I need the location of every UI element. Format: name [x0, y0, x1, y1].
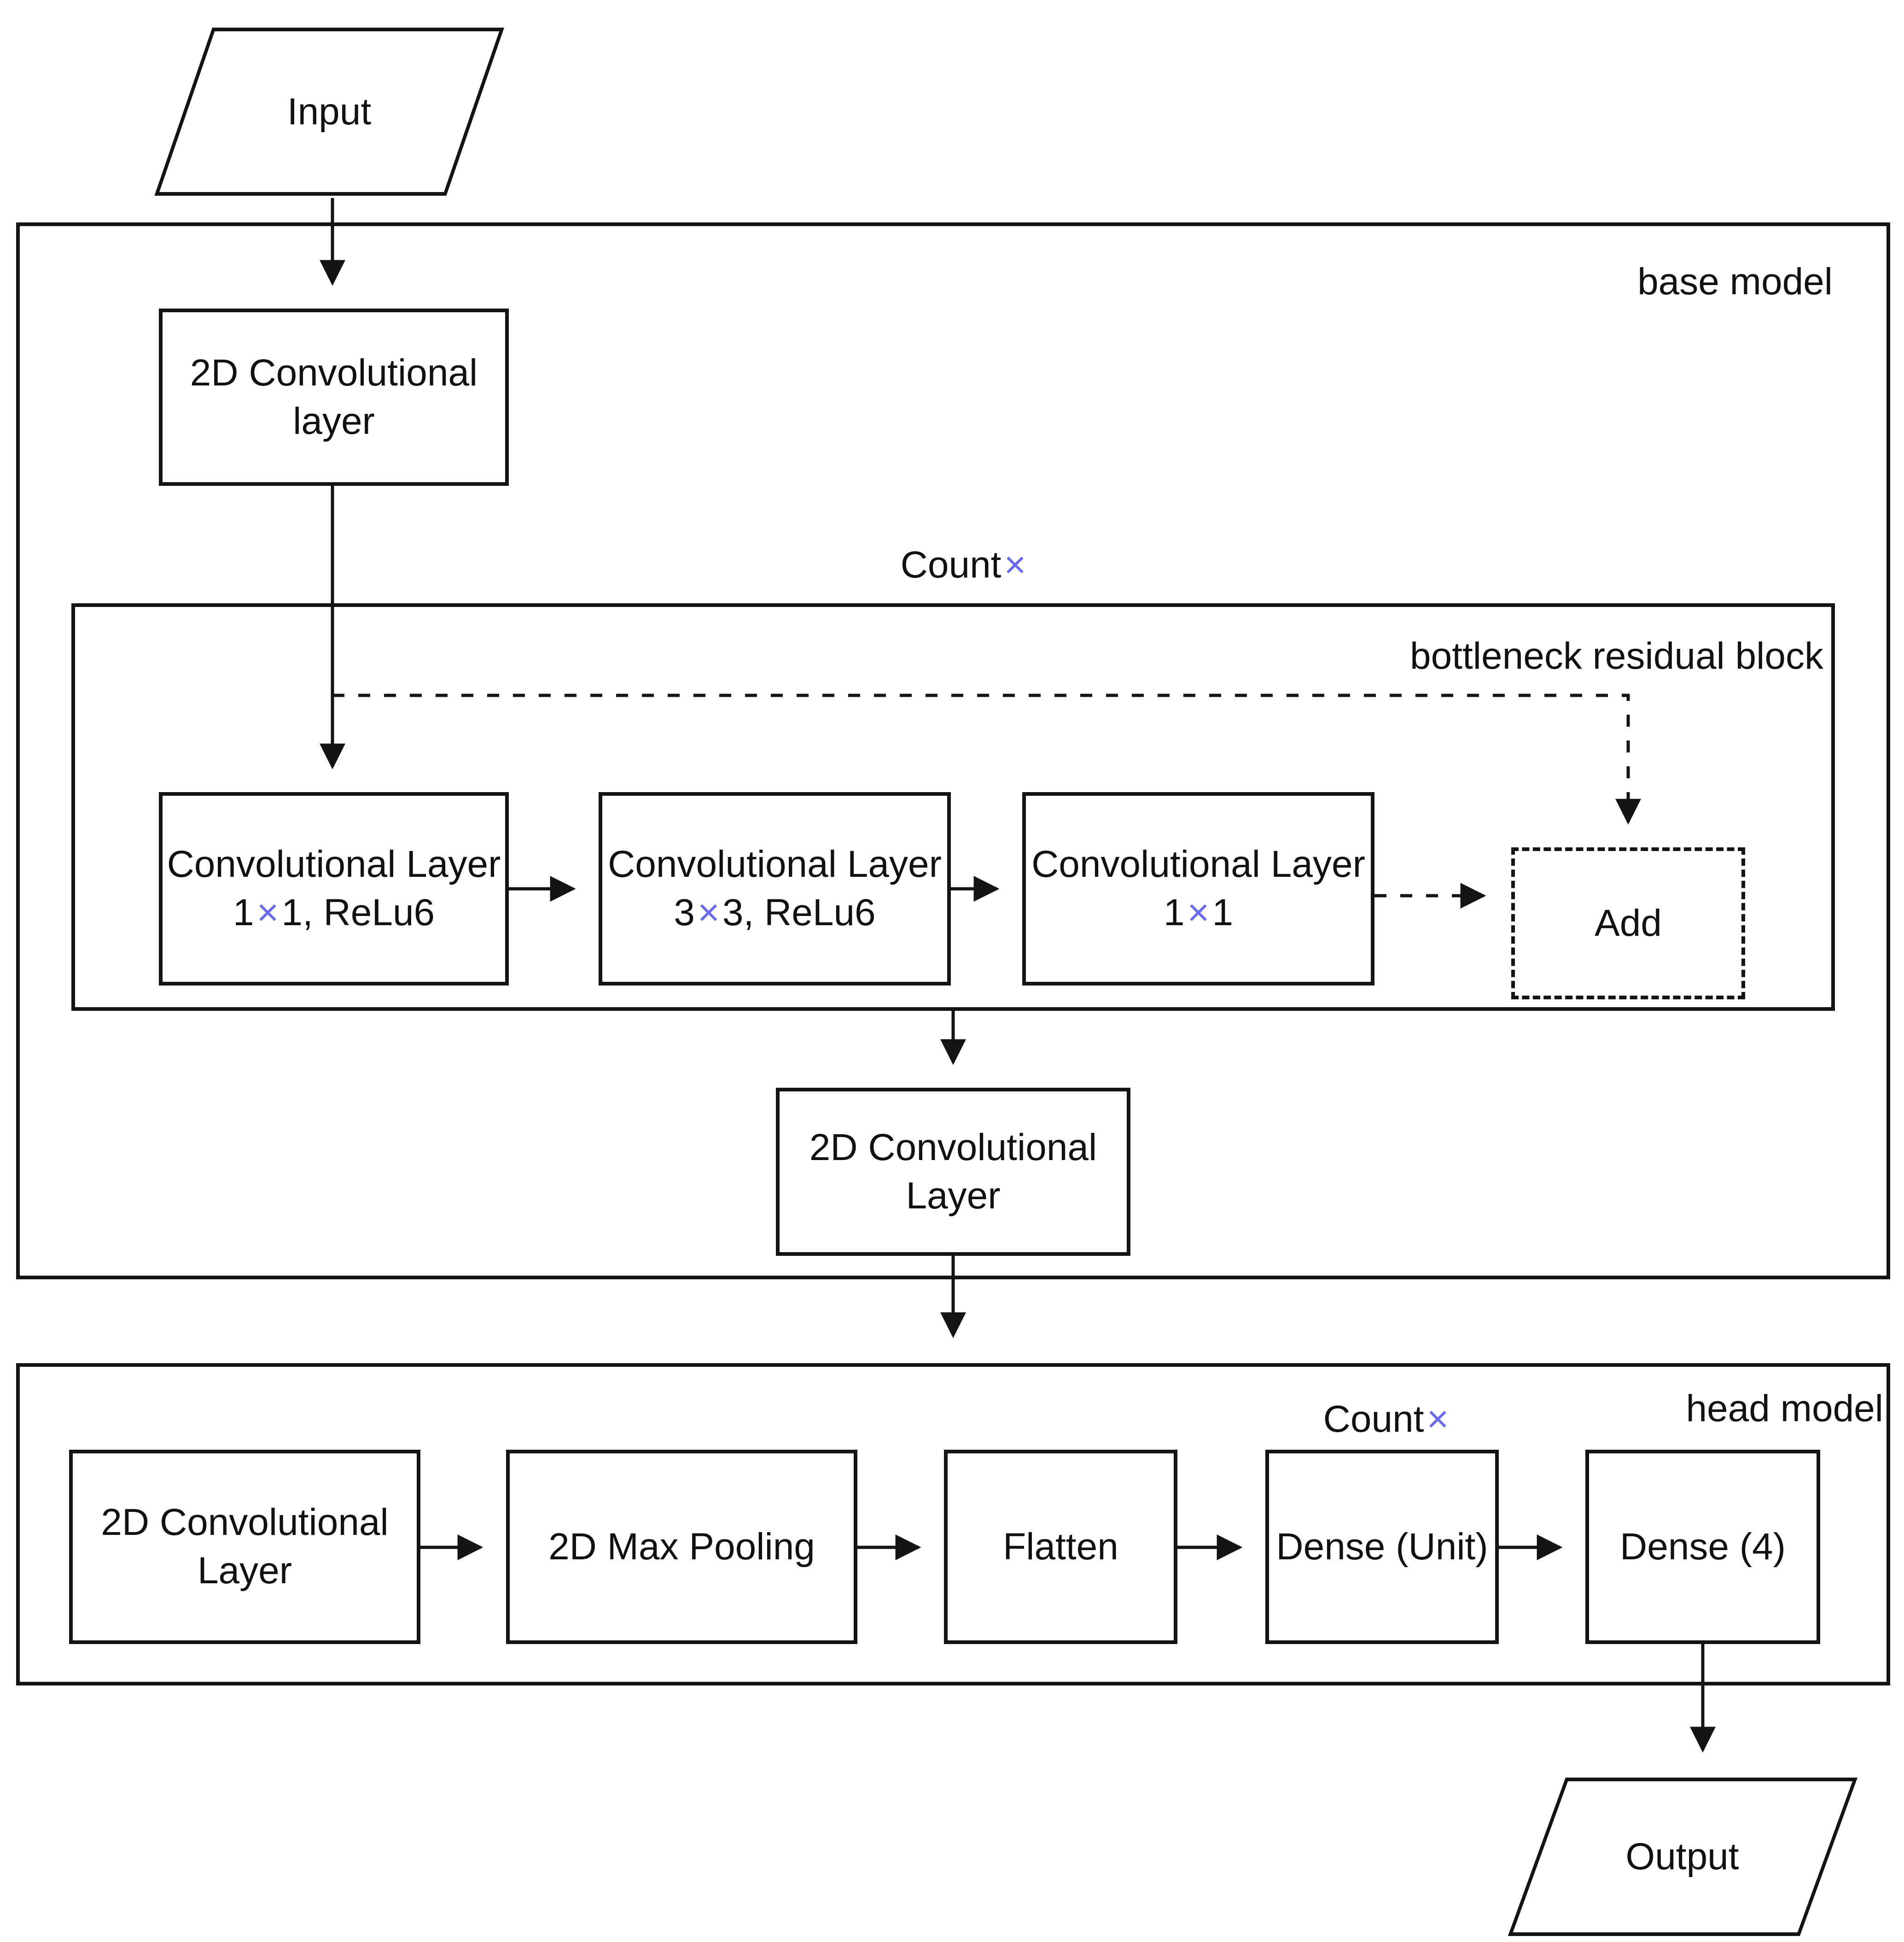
conv1-spec-right: 1, ReLu6: [281, 892, 435, 933]
head-model-label: head model: [1686, 1388, 1883, 1429]
first-conv-line2: layer: [293, 400, 375, 442]
head-conv-box: 2D Convolutional Layer: [69, 1450, 420, 1644]
count-label-head: Count×: [1249, 1398, 1526, 1441]
dense-4-label: Dense (4): [1619, 1525, 1786, 1568]
dense-unit-label: Dense (Unit): [1276, 1525, 1488, 1568]
count-multiplier-base: ×: [1004, 544, 1026, 586]
input-node-label: Input: [287, 90, 372, 133]
conv2-spec-left: 3: [674, 892, 695, 933]
count-label-base: Count×: [827, 543, 1103, 587]
last-conv-line2: Layer: [906, 1174, 1001, 1217]
conv1-title: Convolutional Layer: [167, 843, 501, 886]
flatten-label: Flatten: [1003, 1525, 1118, 1568]
conv2-spec: 3×3, ReLu6: [674, 889, 875, 937]
count-multiplier-head: ×: [1427, 1398, 1449, 1440]
last-conv-box: 2D Convolutional Layer: [776, 1088, 1130, 1256]
add-label: Add: [1595, 902, 1662, 944]
max-pooling-box: 2D Max Pooling: [506, 1450, 857, 1644]
conv2-times-icon: ×: [697, 892, 720, 933]
head-conv-line1: 2D Convolutional: [101, 1501, 389, 1544]
conv1-times-icon: ×: [256, 892, 279, 933]
conv3x3-relu-box: Convolutional Layer 3×3, ReLu6: [599, 792, 951, 986]
conv3-times-icon: ×: [1187, 892, 1210, 933]
count-text-base: Count: [900, 544, 1001, 586]
dense-unit-box: Dense (Unit): [1265, 1450, 1499, 1644]
conv1-spec-left: 1: [233, 892, 254, 933]
conv1-spec: 1×1, ReLu6: [233, 889, 435, 937]
base-model-container: [16, 222, 1890, 1279]
conv1x1-box: Convolutional Layer 1×1: [1022, 792, 1374, 986]
head-model-container: [16, 1363, 1890, 1685]
dashed-skip-connection: [332, 694, 1641, 825]
output-node-label: Output: [1625, 1836, 1739, 1878]
conv3-spec: 1×1: [1164, 889, 1233, 937]
count-text-head: Count: [1323, 1398, 1424, 1440]
conv3-title: Convolutional Layer: [1031, 843, 1365, 886]
conv2-title: Convolutional Layer: [608, 843, 942, 886]
head-conv-line2: Layer: [197, 1550, 292, 1592]
flatten-box: Flatten: [944, 1450, 1177, 1644]
add-box: Add: [1511, 847, 1745, 999]
conv2-spec-right: 3, ReLu6: [722, 892, 876, 933]
first-conv-box: 2D Convolutional layer: [159, 309, 509, 486]
dense-4-box: Dense (4): [1585, 1450, 1820, 1644]
conv3-spec-right: 1: [1212, 892, 1234, 933]
first-conv-line1: 2D Convolutional: [190, 351, 478, 394]
base-model-label: base model: [1637, 261, 1833, 303]
last-conv-line1: 2D Convolutional: [809, 1126, 1097, 1168]
bottleneck-container: [71, 603, 1835, 1011]
bottleneck-label: bottleneck residual block: [1410, 635, 1823, 677]
conv1x1-relu-box: Convolutional Layer 1×1, ReLu6: [159, 792, 509, 986]
max-pooling-label: 2D Max Pooling: [548, 1525, 815, 1568]
conv3-spec-left: 1: [1163, 892, 1185, 933]
